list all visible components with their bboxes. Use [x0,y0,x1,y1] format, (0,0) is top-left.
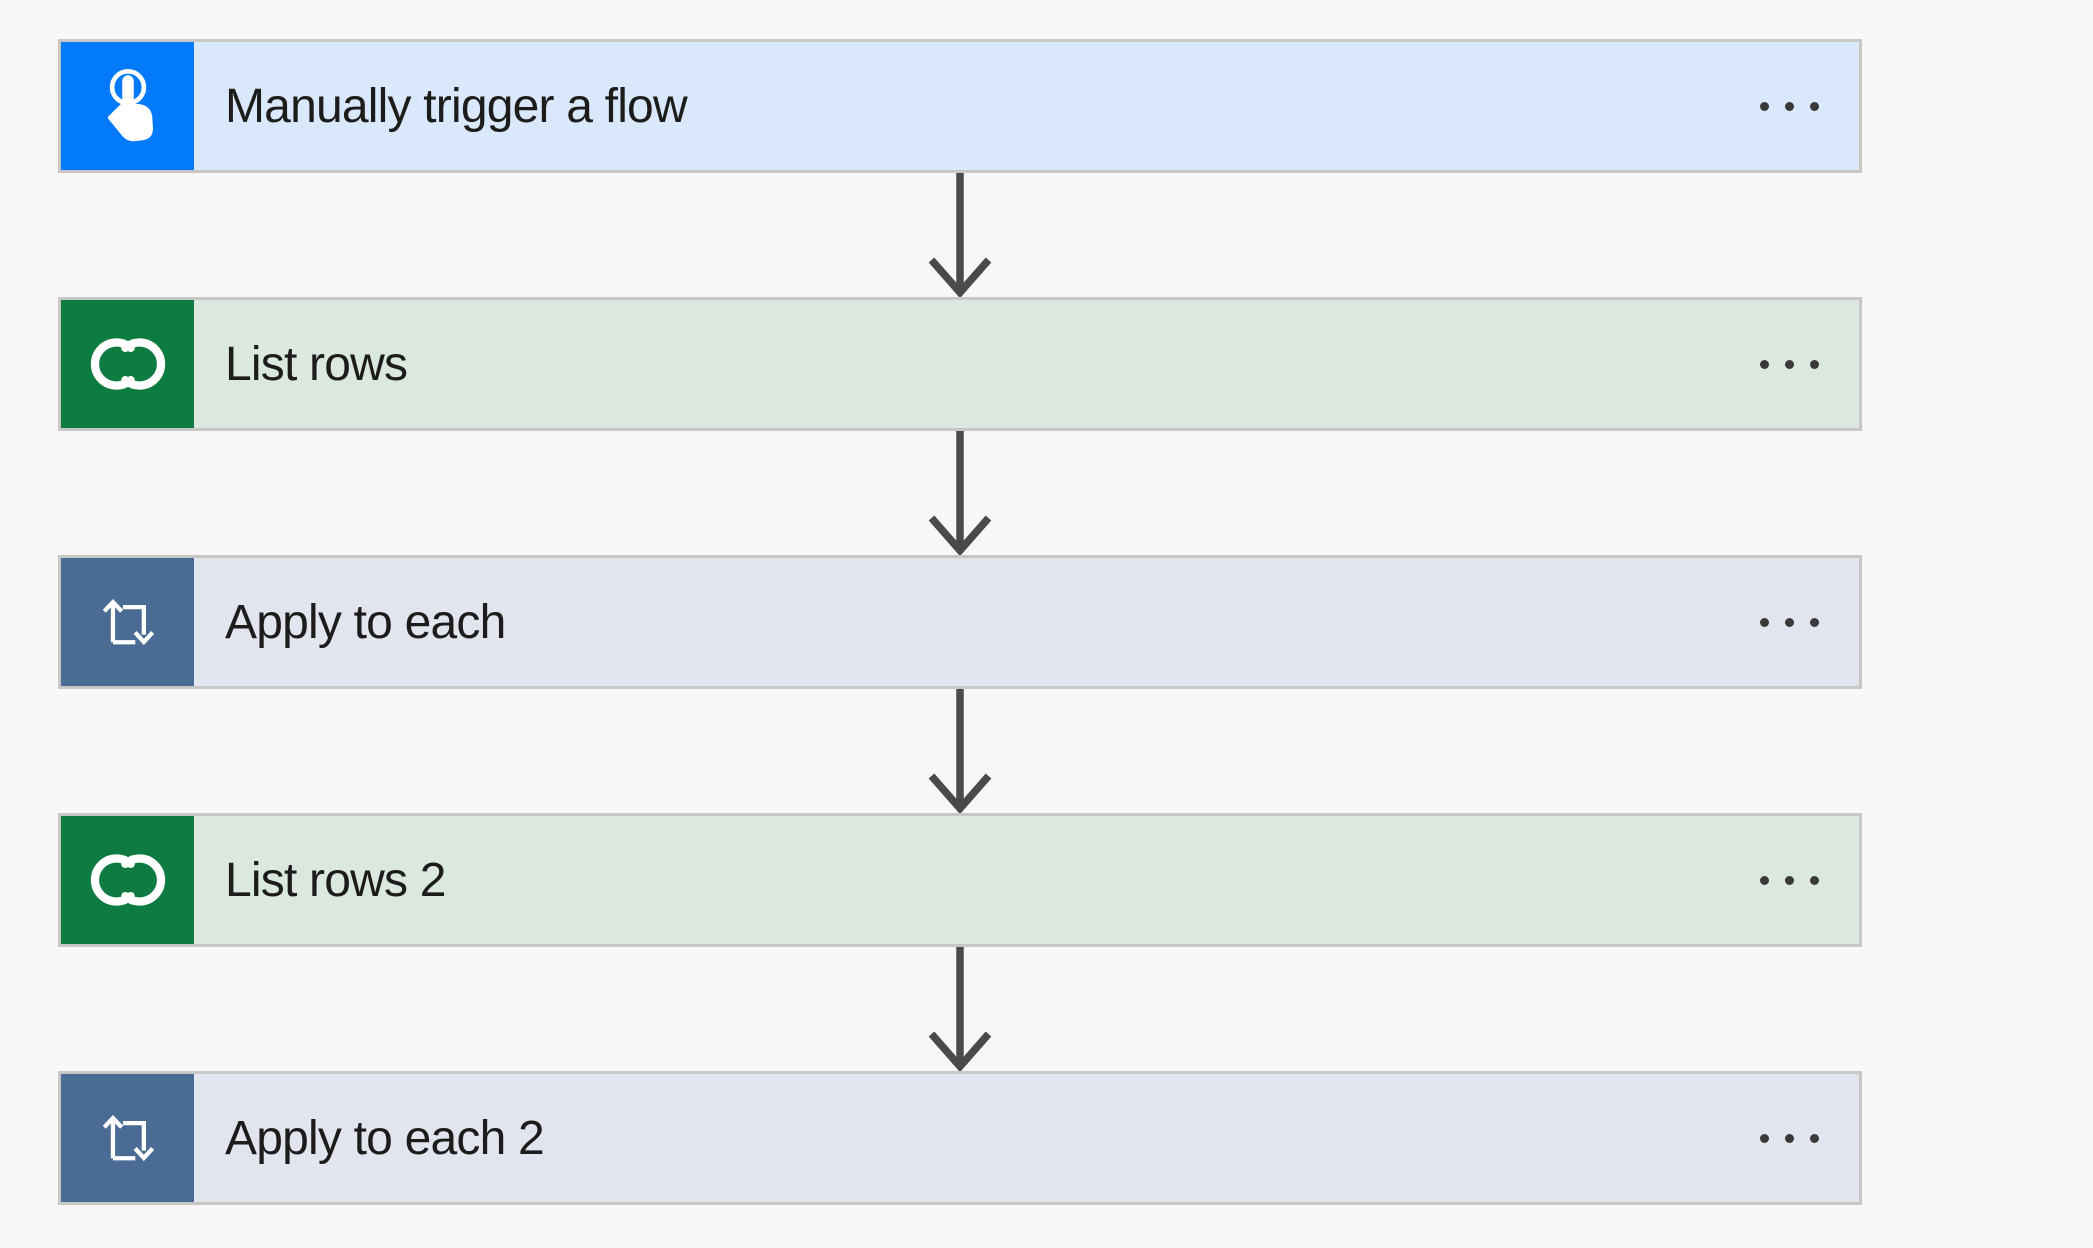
more-options-button[interactable] [1758,1128,1821,1149]
flow-step-card[interactable]: List rows 2 [58,813,1862,947]
ellipsis-dot [1785,617,1794,627]
loop-repeat-icon [102,598,154,646]
ellipsis-dot [1810,1133,1819,1143]
flow-step-card[interactable]: Manually trigger a flow [58,39,1862,173]
step-title: Manually trigger a flow [225,79,688,133]
arrow-down-icon [928,173,992,297]
flow-step-card[interactable]: Apply to each 2 [58,1071,1862,1205]
step-icon-tile [61,300,194,428]
step-title: Apply to each [225,595,506,649]
more-options-button[interactable] [1758,96,1821,117]
flow-step-card[interactable]: List rows [58,297,1862,431]
step-title: Apply to each 2 [225,1111,545,1165]
ellipsis-dot [1785,1133,1794,1143]
arrow-down-icon [928,431,992,555]
step-title: List rows [225,337,408,391]
ellipsis-dot [1810,617,1819,627]
ellipsis-dot [1760,617,1769,627]
ellipsis-dot [1760,1133,1769,1143]
ellipsis-dot [1810,101,1819,111]
step-icon-tile [61,816,194,944]
touch-pointer-icon [107,69,153,142]
step-icon-tile [61,1074,194,1202]
ellipsis-dot [1785,101,1794,111]
arrow-down-icon [928,689,992,813]
ellipsis-dot [1760,875,1769,885]
step-icon-tile [61,558,194,686]
dataverse-icon [90,854,165,906]
arrow-down-icon [928,947,992,1071]
ellipsis-dot [1810,875,1819,885]
more-options-button[interactable] [1758,870,1821,891]
ellipsis-dot [1785,359,1794,369]
ellipsis-dot [1760,359,1769,369]
ellipsis-dot [1785,875,1794,885]
loop-repeat-icon [102,1114,154,1162]
step-icon-tile [61,42,194,170]
more-options-button[interactable] [1758,354,1821,375]
step-title: List rows 2 [225,853,446,907]
ellipsis-dot [1810,359,1819,369]
more-options-button[interactable] [1758,612,1821,633]
flow-step-card[interactable]: Apply to each [58,555,1862,689]
dataverse-icon [90,338,165,390]
ellipsis-dot [1760,101,1769,111]
